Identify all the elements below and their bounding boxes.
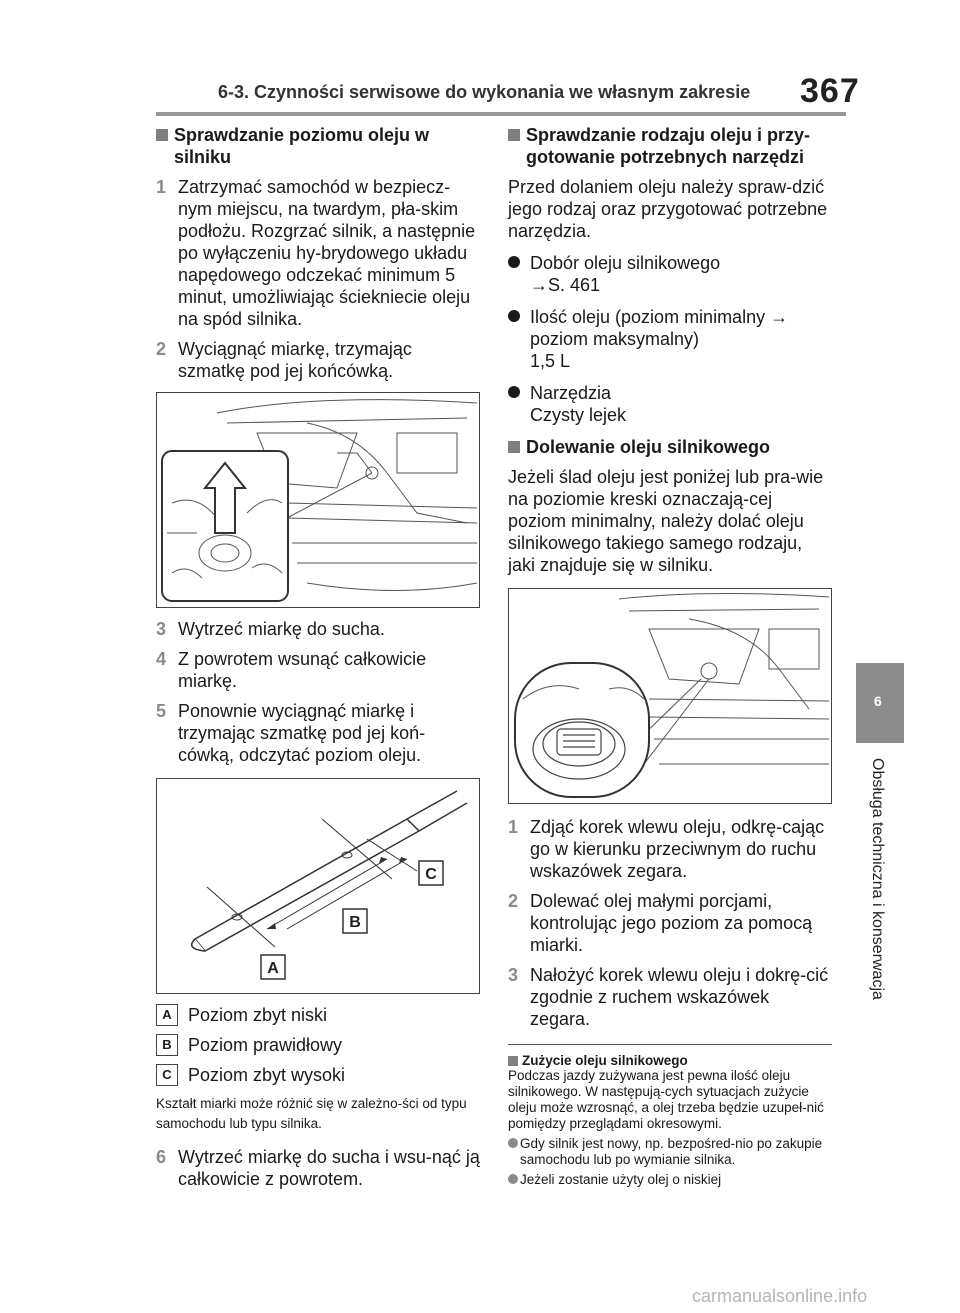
step-item: 1 Zatrzymać samochód w bezpiecz-nym miej… <box>156 176 480 330</box>
bullet-dot-icon <box>508 1138 518 1148</box>
legend-text: Poziom zbyt niski <box>188 1005 328 1025</box>
step-text: Z powrotem wsunąć całkowicie miarkę. <box>178 649 427 691</box>
legend-text: Poziom prawidłowy <box>188 1035 343 1055</box>
step-text: Nałożyć korek wlewu oleju i dokrę-cić zg… <box>530 965 829 1029</box>
section-text: Jeżeli ślad oleju jest poniżej lub pra-w… <box>508 467 824 575</box>
step-item: 6 Wytrzeć miarkę do sucha i wsu-nąć ją c… <box>156 1146 480 1190</box>
bullet-item: Dobór oleju silnikowego →S. 461 <box>508 252 832 296</box>
chapter-number: 6 <box>874 693 882 709</box>
dipstick-label-a: A <box>267 960 279 977</box>
section-title-oil-type: Sprawdzanie rodzaju oleju i przy-gotowan… <box>508 124 832 168</box>
step-item: 5 Ponownie wyciągnąć miarkę i trzymając … <box>156 700 480 766</box>
legend-letter-box: A <box>156 1004 178 1026</box>
legend-letter-box: B <box>156 1034 178 1056</box>
square-bullet-icon <box>508 441 520 453</box>
dipstick-label-b: B <box>349 914 361 931</box>
step-number: 6 <box>156 1147 167 1167</box>
left-column: Sprawdzanie poziomu oleju w silniku 1 Za… <box>156 124 480 1198</box>
step-number: 2 <box>156 339 167 359</box>
legend-letter-box: C <box>156 1064 178 1086</box>
bullet-dot-icon <box>508 386 520 398</box>
section-intro: Przed dolaniem oleju należy spraw-dzić j… <box>508 177 828 241</box>
step-number: 4 <box>156 649 167 669</box>
section-title-check-level: Sprawdzanie poziomu oleju w silniku <box>156 124 480 168</box>
chapter-tab <box>856 663 904 743</box>
bullet-dot-icon <box>508 1174 518 1184</box>
note-bullet-item: Gdy silnik jest nowy, np. bezpośred-nio … <box>508 1136 832 1168</box>
step-number: 3 <box>156 619 167 639</box>
bullet-item: Narzędzia Czysty lejek <box>508 382 832 426</box>
step-item: 2 Dolewać olej małymi porcjami, kontrolu… <box>508 890 832 956</box>
step-number: 5 <box>156 701 167 721</box>
note-title-oil-consumption: Zużycie oleju silnikowego <box>508 1053 832 1068</box>
chapter-caption: Obsługa techniczna i konserwacja <box>869 758 886 1000</box>
dipstick-illustration: C B A <box>190 790 468 980</box>
bullet-dot-icon <box>508 310 520 322</box>
section-header-title: 6-3. Czynności serwisowe do wykonania we… <box>218 82 751 102</box>
step-text: Wytrzeć miarkę do sucha i wsu-nąć ją cał… <box>178 1147 480 1189</box>
right-column: Sprawdzanie rodzaju oleju i przy-gotowan… <box>508 124 832 1188</box>
bullet-item: Ilość oleju (poziom minimalny → poziom m… <box>508 306 832 372</box>
step-number: 2 <box>508 891 519 911</box>
step-text: Dolewać olej małymi porcjami, kontrolują… <box>530 891 813 955</box>
legend-item: B Poziom prawidłowy <box>156 1034 480 1056</box>
square-bullet-icon <box>508 129 520 141</box>
square-bullet-icon <box>508 1056 518 1066</box>
legend-text: Poziom zbyt wysoki <box>188 1065 346 1085</box>
step-text: Zdjąć korek wlewu oleju, odkrę-cając go … <box>530 817 825 881</box>
step-item: 1 Zdjąć korek wlewu oleju, odkrę-cając g… <box>508 816 832 882</box>
legend-item: A Poziom zbyt niski <box>156 1004 480 1026</box>
step-text: Wyciągnąć miarkę, trzymając szmatkę pod … <box>178 339 412 381</box>
square-bullet-icon <box>156 129 168 141</box>
step-item: 4 Z powrotem wsunąć całkowicie miarkę. <box>156 648 480 692</box>
step-item: 3 Nałożyć korek wlewu oleju i dokrę-cić … <box>508 964 832 1030</box>
step-item: 3 Wytrzeć miarkę do sucha. <box>156 618 480 640</box>
header-rule <box>156 112 846 116</box>
section-divider <box>508 1044 832 1045</box>
page-number: 367 <box>800 72 860 110</box>
legend-item: C Poziom zbyt wysoki <box>156 1064 480 1086</box>
bullet-dot-icon <box>508 256 520 268</box>
step-item: 2 Wyciągnąć miarkę, trzymając szmatkę po… <box>156 338 480 382</box>
step-number: 1 <box>156 177 167 197</box>
engine-bay-illustration <box>514 592 830 798</box>
step-number: 3 <box>508 965 519 985</box>
watermark: carmanualsonline.info <box>692 1286 868 1306</box>
step-text: Wytrzeć miarkę do sucha. <box>178 619 385 639</box>
section-title-add-oil: Dolewanie oleju silnikowego <box>508 436 832 458</box>
engine-dipstick-figure <box>156 392 480 608</box>
step-number: 1 <box>508 817 519 837</box>
oil-filler-cap-figure <box>508 588 832 804</box>
note-text: Podczas jazdy zużywana jest pewna ilość … <box>508 1068 824 1131</box>
step-text: Zatrzymać samochód w bezpiecz-nym miejsc… <box>178 177 476 329</box>
dipstick-label-c: C <box>425 866 437 883</box>
note-bullet-item: Jeżeli zostanie użyty olej o niskiej <box>508 1172 832 1188</box>
dipstick-levels-figure: C B A <box>156 778 480 994</box>
step-text: Ponownie wyciągnąć miarkę i trzymając sz… <box>178 701 426 765</box>
dipstick-shape-note: Kształt miarki może różnić się w zależno… <box>156 1096 467 1131</box>
engine-bay-illustration <box>161 399 478 602</box>
